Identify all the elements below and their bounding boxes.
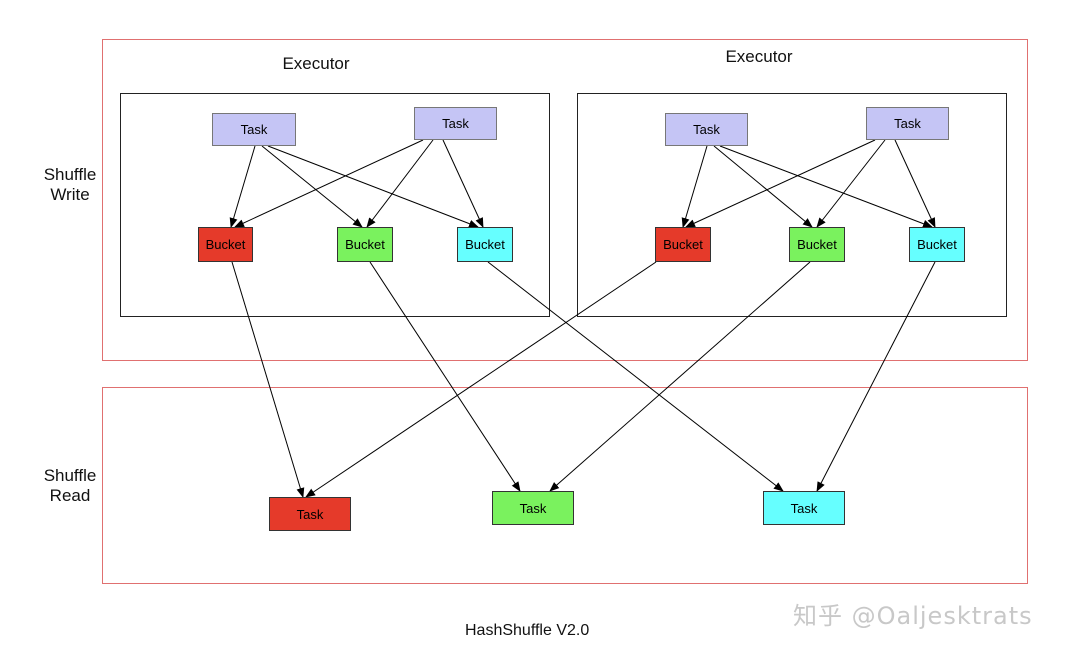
node-label: Task [790,500,818,516]
arrow-e1-t1-b2 [261,145,363,228]
executor-1-bucket-red: Bucket [198,227,253,262]
executor-2-task-2: Task [866,107,949,140]
executor-2-bucket-red: Bucket [655,227,711,262]
node-label: Bucket [663,237,703,252]
reduce-task-1: Task [269,497,351,531]
node-label: Task [240,122,268,137]
arrow-e2-green-to-task2 [549,261,811,492]
executor-2-bucket-green: Bucket [789,227,845,262]
node-label: Bucket [205,237,246,252]
node-label: Task [894,116,921,131]
executor-1-label: Executor [282,54,350,73]
arrow-e2-t2-b3 [894,139,936,228]
node-label: Task [693,122,720,137]
node-label: Bucket [797,237,837,252]
executor-1-task-1: Task [212,113,296,146]
executor-1-bucket-cyan: Bucket [457,227,513,262]
executor-2-bucket-cyan: Bucket [909,227,965,262]
arrow-e2-t2-b2 [816,139,886,228]
arrow-e1-red-to-task1 [231,261,305,498]
node-label: Task [519,500,547,516]
shuffle-read-label: Shuffle Read [30,466,110,506]
node-label: Task [442,116,469,131]
executor-2-label: Executor [725,47,793,66]
executor-1-bucket-green: Bucket [337,227,393,262]
node-label: Task [296,506,324,522]
arrow-e2-t1-b1 [681,145,708,228]
executor-1-task-2: Task [414,107,497,140]
arrow-e1-t2-b1 [234,139,424,228]
executor-2-box [577,93,1007,317]
shuffle-write-text: Shuffle Write [43,165,97,204]
shuffle-write-label: Shuffle Write [30,165,110,205]
arrow-e2-t1-b2 [713,145,813,228]
shuffle-read-region [102,387,1028,584]
arrow-e2-t1-b3 [719,145,933,228]
watermark: 知乎 @Oaljesktrats [793,602,1033,630]
arrow-e2-cyan-to-task3 [816,261,936,492]
arrow-e1-t2-b3 [442,139,484,228]
arrow-e1-t1-b1 [229,145,256,228]
node-label: Bucket [345,237,385,252]
node-label: Bucket [917,237,957,252]
arrow-e1-cyan-to-task3 [487,261,784,492]
executor-2-task-1: Task [665,113,748,146]
reduce-task-3: Task [763,491,845,525]
shuffle-write-region [102,39,1028,361]
node-label: Bucket [465,237,505,252]
executor-1-box [120,93,550,317]
arrow-e1-t1-b3 [267,145,479,228]
arrow-e1-green-to-task2 [369,261,521,492]
arrow-e1-t2-b2 [366,139,434,228]
reduce-task-2: Task [492,491,574,525]
diagram-caption: HashShuffle V2.0 [465,622,590,639]
arrow-e2-t2-b1 [685,139,876,228]
shuffle-read-text: Shuffle Read [43,466,97,505]
arrow-e2-red-to-task1 [305,261,657,498]
